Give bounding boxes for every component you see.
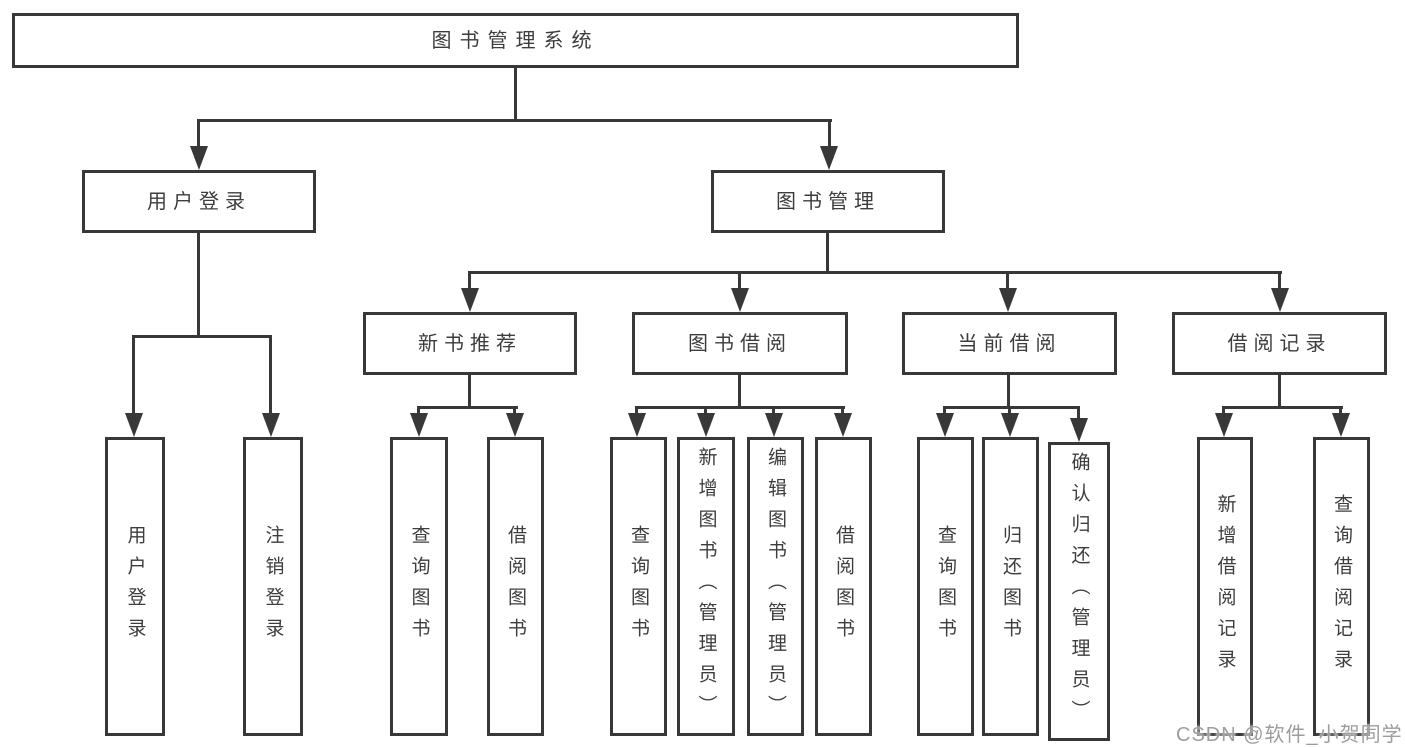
arrow-down-icon [1001, 413, 1019, 437]
connector-line [1278, 373, 1281, 409]
connector-line [269, 335, 272, 415]
connector-line [418, 406, 518, 409]
connector-line [772, 406, 775, 415]
connector-line [704, 406, 707, 415]
arrow-down-icon [834, 413, 852, 437]
leaf-record-query-borrow-record: 查询借阅记录 [1313, 437, 1370, 736]
arrow-down-icon [731, 288, 749, 312]
connector-line [198, 119, 832, 122]
leaf-logout: 注销登录 [243, 437, 303, 736]
connector-line [132, 335, 135, 415]
connector-line [417, 406, 420, 415]
connector-line [944, 406, 1080, 409]
leaf-borrow-add-books-admin: 新增图书（管理员） [677, 437, 735, 736]
connector-line [1006, 271, 1009, 290]
arrow-down-icon [461, 288, 479, 312]
csdn-watermark: CSDN @软件_小贺同学 [1176, 724, 1403, 746]
arrow-down-icon [1271, 288, 1289, 312]
arrow-down-icon [410, 413, 428, 437]
leaf-borrow-edit-books-admin: 编辑图书（管理员） [747, 437, 804, 736]
connector-line [197, 119, 200, 148]
arrow-down-icon [125, 413, 143, 437]
connector-line [1339, 406, 1342, 415]
leaf-borrow-query-books: 查询图书 [610, 437, 667, 736]
connector-line [828, 119, 831, 148]
connector-line [636, 406, 845, 409]
connector-line [132, 335, 272, 338]
connector-line [841, 406, 844, 415]
node-book-borrow: 图书借阅 [632, 312, 848, 375]
leaf-current-query-books: 查询图书 [917, 437, 974, 736]
arrow-down-icon [820, 146, 838, 170]
arrow-down-icon [190, 146, 208, 170]
connector-line [1278, 271, 1281, 290]
arrow-down-icon [1332, 413, 1350, 437]
connector-line [1007, 373, 1010, 409]
arrow-down-icon [1070, 418, 1088, 442]
leaf-current-return-books: 归还图书 [982, 437, 1039, 736]
node-current-borrow: 当前借阅 [902, 312, 1117, 375]
node-root: 图书管理系统 [12, 13, 1019, 68]
connector-line [469, 271, 1282, 274]
arrow-down-icon [1215, 413, 1233, 437]
arrow-down-icon [999, 288, 1017, 312]
node-new-book-recommend: 新书推荐 [363, 312, 577, 375]
connector-line [943, 406, 946, 415]
connector-line [738, 373, 741, 409]
connector-line [197, 231, 200, 338]
leaf-newbook-query-books: 查询图书 [390, 437, 448, 736]
node-book-management: 图书管理 [711, 170, 945, 233]
node-borrow-record: 借阅记录 [1172, 312, 1387, 375]
connector-line [826, 231, 829, 274]
arrow-down-icon [936, 413, 954, 437]
connector-line [1008, 406, 1011, 415]
arrow-down-icon [697, 413, 715, 437]
leaf-record-add-borrow-record: 新增借阅记录 [1197, 437, 1253, 736]
connector-line [738, 271, 741, 290]
connector-line [514, 68, 517, 120]
leaf-borrow-borrow-books: 借阅图书 [815, 437, 872, 736]
leaf-user-login: 用户登录 [105, 437, 165, 736]
connector-line [635, 406, 638, 415]
leaf-current-confirm-return-admin: 确认归还（管理员） [1048, 442, 1110, 741]
connector-line [1077, 406, 1080, 420]
connector-line [1222, 406, 1225, 415]
connector-line [468, 373, 471, 409]
leaf-newbook-borrow-books: 借阅图书 [487, 437, 544, 736]
arrow-down-icon [262, 413, 280, 437]
arrow-down-icon [628, 413, 646, 437]
arrow-down-icon [765, 413, 783, 437]
arrow-down-icon [506, 413, 524, 437]
connector-line [1223, 406, 1343, 409]
connector-line [513, 406, 516, 415]
connector-line [468, 271, 471, 290]
node-user-login: 用户登录 [82, 170, 316, 233]
